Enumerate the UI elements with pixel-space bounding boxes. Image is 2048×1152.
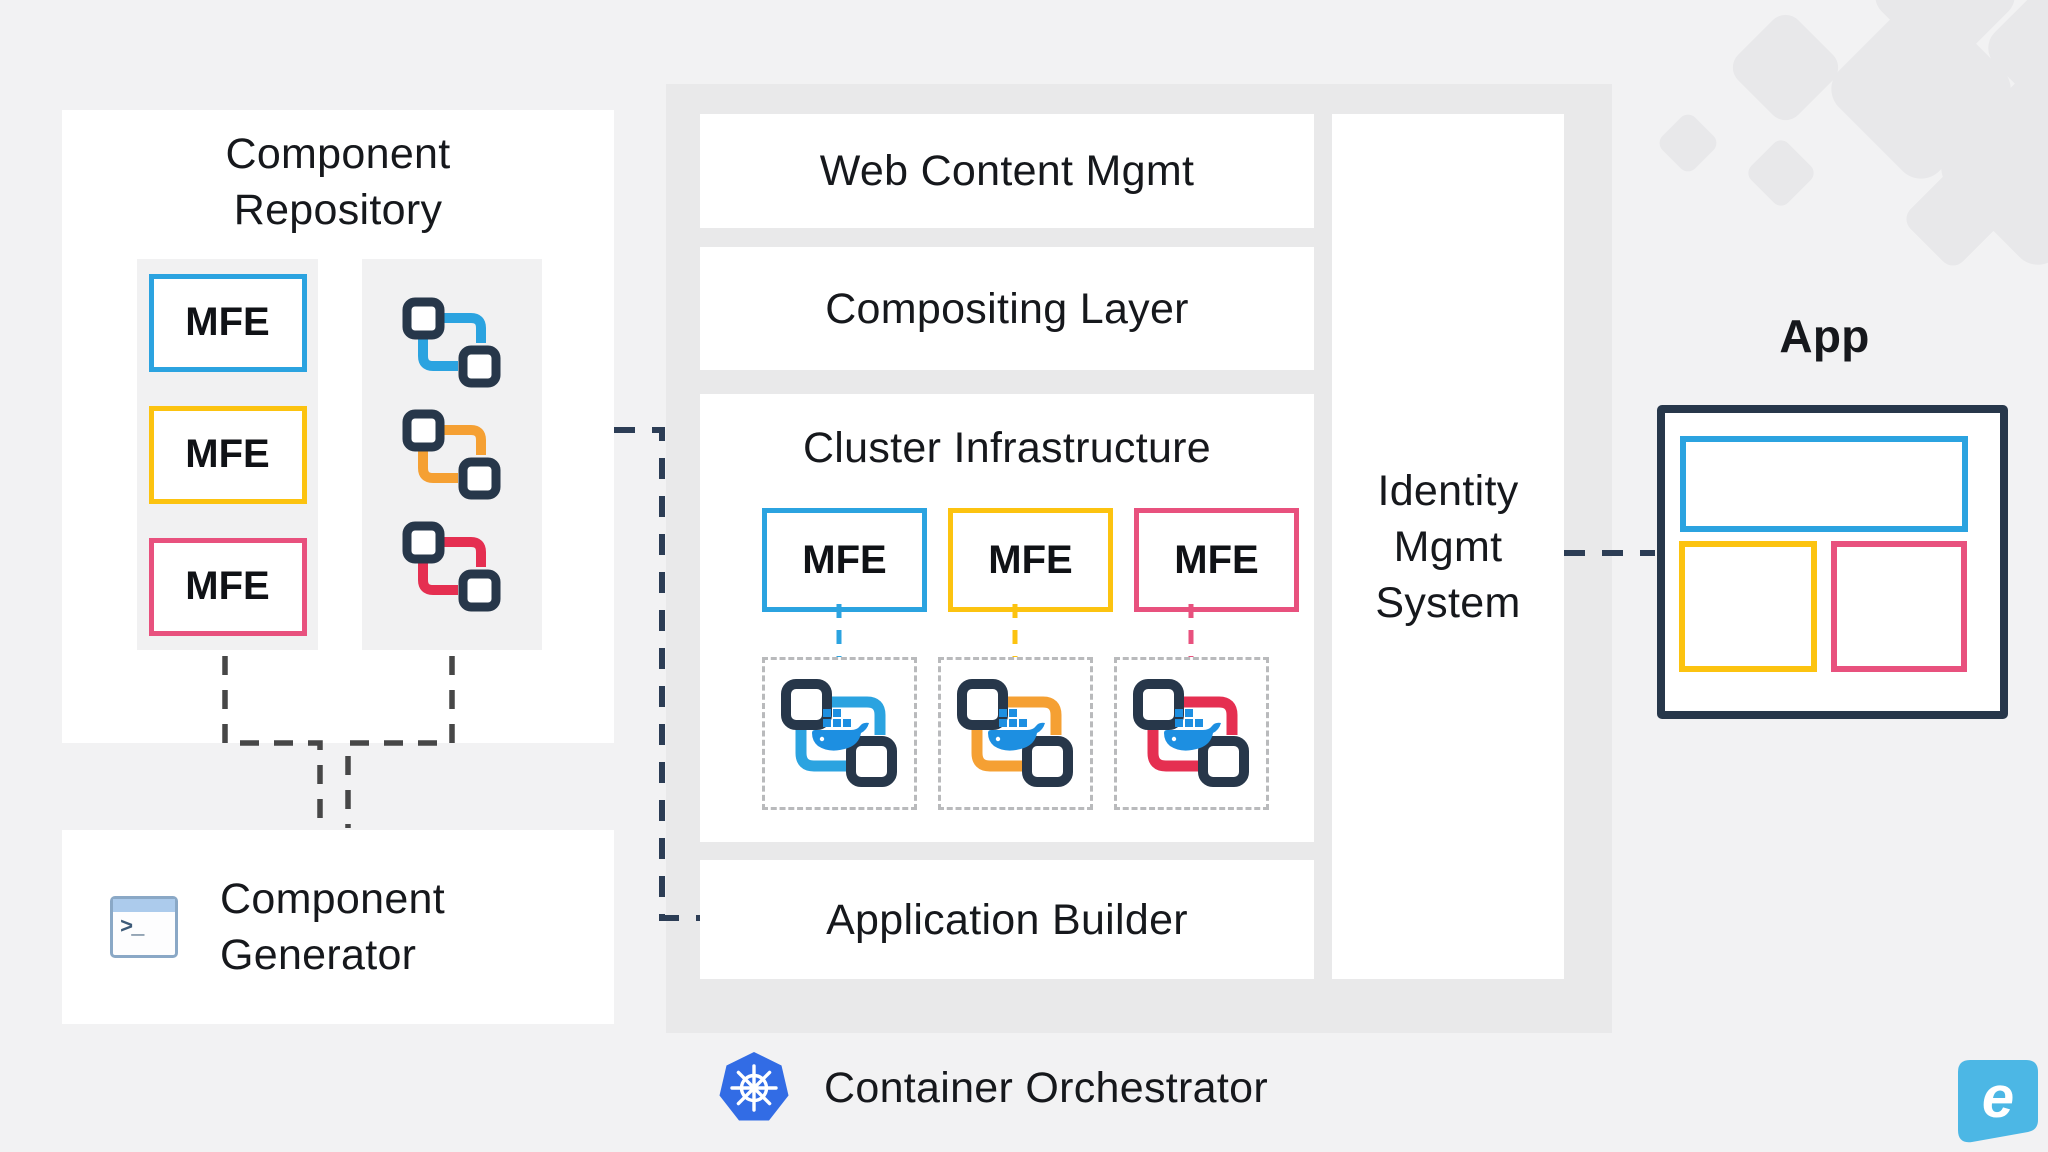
web-content-mgmt-label: Web Content Mgmt — [819, 147, 1195, 195]
diamond — [1655, 110, 1721, 176]
docker-container-box — [938, 657, 1093, 810]
web-content-mgmt-box: Web Content Mgmt — [700, 114, 1314, 228]
docker-container-icon — [1132, 678, 1249, 787]
container-orchestrator: Container Orchestrator — [718, 1050, 1268, 1126]
flow-icon — [402, 521, 501, 611]
docker-whale-icon — [1163, 708, 1221, 751]
component-generator-title: Component Generator — [220, 875, 446, 979]
component-generator-panel: >_ Component Generator — [62, 830, 614, 1024]
mfe-box: MFE — [148, 405, 307, 504]
docker-container-icon — [956, 678, 1073, 787]
repository-mfe-list: MFE MFE MFE — [137, 259, 318, 650]
cluster-mfe-row: MFE MFE MFE — [762, 508, 1299, 612]
brand-letter: e — [1982, 1065, 2014, 1130]
mfe-label: MFE — [185, 564, 270, 608]
identity-mgmt-box: Identity Mgmt System — [1332, 114, 1564, 979]
terminal-titlebar — [113, 899, 175, 912]
mfe-box: MFE — [762, 508, 927, 612]
mfe-label: MFE — [802, 537, 887, 582]
docker-container-box — [1114, 657, 1269, 810]
compositing-layer-box: Compositing Layer — [700, 247, 1314, 370]
component-repository-title: Component Repository — [225, 130, 451, 234]
component-repository-panel: Component Repository MFE MFE MFE — [62, 110, 614, 743]
flow-icon — [402, 409, 501, 499]
app-slot-left — [1679, 541, 1817, 672]
mfe-label: MFE — [988, 537, 1073, 582]
component-generator-row: >_ Component Generator — [110, 830, 445, 1024]
brand-logo: e — [1956, 1058, 2040, 1144]
platform-panel: Web Content Mgmt Compositing Layer Clust… — [666, 84, 1612, 1033]
docker-container-box — [762, 657, 917, 810]
app-title: App — [1779, 310, 1870, 362]
cluster-infrastructure-title: Cluster Infrastructure — [802, 424, 1212, 472]
mfe-box: MFE — [148, 537, 307, 636]
cluster-infrastructure-box: Cluster Infrastructure MFE MFE MFE — [700, 394, 1314, 842]
docker-container-row — [762, 657, 1269, 810]
application-builder-box: Application Builder — [700, 860, 1314, 979]
mfe-box: MFE — [1134, 508, 1299, 612]
diamond — [1725, 7, 1846, 128]
diamond — [1744, 136, 1818, 210]
container-orchestrator-label: Container Orchestrator — [824, 1064, 1268, 1112]
app-frame — [1657, 405, 2008, 719]
repository-flow-icon-list — [362, 259, 542, 650]
app-slot-header — [1680, 436, 1968, 532]
mfe-label: MFE — [1174, 537, 1259, 582]
compositing-layer-label: Compositing Layer — [825, 284, 1189, 333]
mfe-label: MFE — [185, 300, 270, 344]
flow-icon — [402, 297, 501, 387]
identity-mgmt-label: Identity Mgmt System — [1375, 466, 1521, 627]
docker-container-icon — [780, 678, 897, 787]
mfe-box: MFE — [948, 508, 1113, 612]
terminal-prompt-glyph: >_ — [120, 915, 144, 940]
application-builder-label: Application Builder — [826, 895, 1188, 944]
mfe-box: MFE — [148, 273, 307, 372]
docker-whale-icon — [987, 708, 1045, 751]
docker-whale-icon — [811, 708, 869, 751]
mfe-label: MFE — [185, 432, 270, 476]
app-slot-right — [1831, 541, 1967, 672]
terminal-icon: >_ — [110, 896, 178, 958]
kubernetes-icon — [719, 1052, 789, 1121]
